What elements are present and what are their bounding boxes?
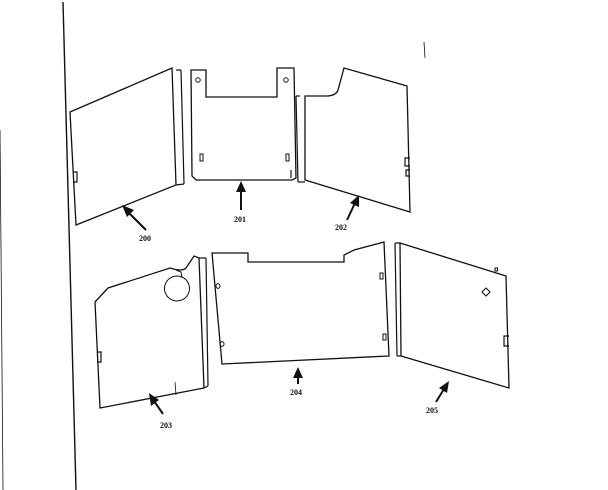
arrow-200 bbox=[122, 205, 147, 231]
panel-205 bbox=[394, 242, 510, 389]
callout-203: 203 bbox=[160, 421, 172, 430]
panel-203 bbox=[94, 255, 209, 409]
arrow-202 bbox=[346, 195, 359, 221]
callout-202: 202 bbox=[335, 223, 347, 232]
callout-205: 205 bbox=[426, 406, 438, 415]
arrow-204 bbox=[293, 367, 303, 384]
callout-201: 201 bbox=[234, 215, 246, 224]
panel-200 bbox=[69, 67, 185, 226]
callout-200: 200 bbox=[139, 234, 151, 243]
arrow-201 bbox=[236, 181, 246, 210]
arrow-203 bbox=[149, 393, 164, 415]
panel-202 bbox=[295, 67, 411, 213]
callout-204: 204 bbox=[290, 388, 302, 397]
arrow-205 bbox=[435, 381, 449, 403]
panel-201 bbox=[190, 67, 297, 181]
cabinet-frame bbox=[0, 1, 426, 490]
panel-204 bbox=[211, 241, 390, 365]
